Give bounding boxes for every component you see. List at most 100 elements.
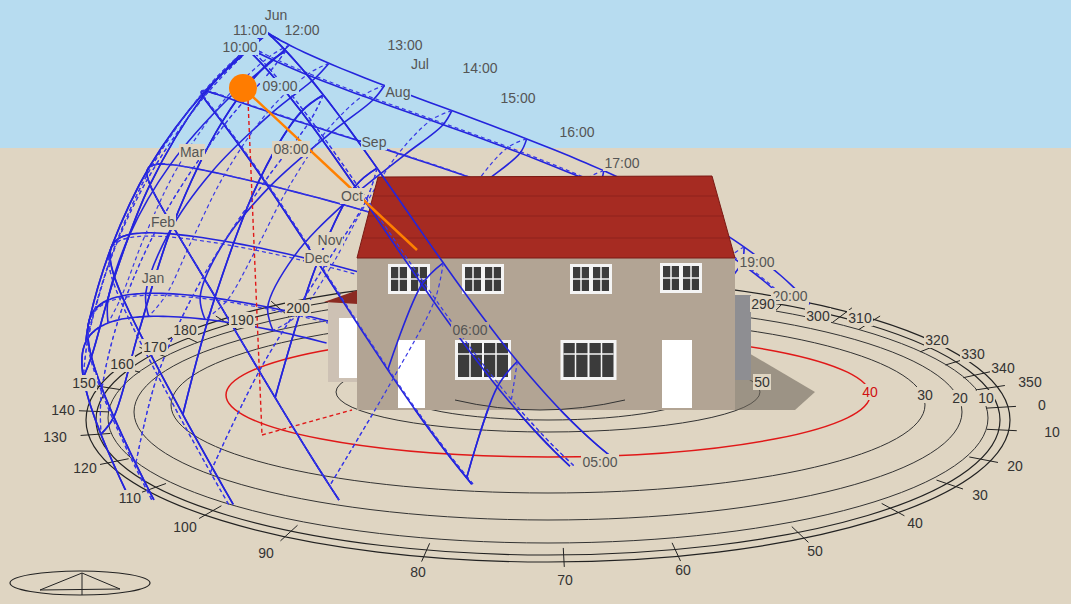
azimuth-tick	[792, 527, 809, 543]
azimuth-label: 40	[906, 515, 924, 531]
hour-line	[86, 33, 268, 342]
hour-line	[210, 168, 377, 472]
sun-drop-line	[248, 100, 262, 435]
azimuth-label: 50	[806, 543, 824, 559]
time-label: 17:00	[603, 155, 640, 171]
ground-arc	[455, 400, 625, 410]
right-annex	[735, 295, 751, 380]
altitude-label: 20	[951, 390, 969, 406]
hour-line	[83, 33, 267, 378]
azimuth-label: 290	[750, 296, 775, 312]
sun-path-curve	[87, 295, 367, 499]
azimuth-label: 320	[924, 332, 949, 348]
sun-path-curve	[147, 164, 339, 500]
window	[561, 340, 617, 380]
sun-path-curve	[265, 31, 810, 457]
time-label: 16:00	[558, 124, 595, 140]
time-label: 20:00	[771, 288, 808, 304]
azimuth-tick	[79, 411, 109, 412]
azimuth-label: 190	[229, 312, 254, 328]
compass-icon-pointer	[40, 573, 120, 590]
azimuth-tick	[987, 429, 1017, 430]
sun-path-curve	[202, 90, 473, 484]
sun-path-curve	[247, 45, 573, 465]
azimuth-label: 340	[990, 360, 1015, 376]
azimuth-tick	[963, 371, 991, 377]
hour-line	[146, 63, 329, 316]
azimuth-label: 70	[556, 572, 574, 588]
time-label: 12:00	[283, 22, 320, 38]
sun	[229, 74, 257, 102]
roof-course	[362, 238, 730, 239]
altitude-label: 40	[861, 384, 879, 400]
window	[388, 264, 430, 294]
azimuth-label: 110	[118, 490, 142, 506]
hour-line	[210, 168, 377, 472]
month-label: Nov	[317, 232, 344, 248]
roof-course	[368, 216, 724, 217]
compass-icon-ring	[10, 571, 150, 595]
house-wall	[357, 258, 735, 410]
compass-icon-pointer	[82, 573, 83, 595]
azimuth-label: 150	[71, 375, 96, 391]
altitude-label: 30	[916, 387, 934, 403]
sun-path-curve	[246, 47, 786, 466]
sun-path-curve	[201, 91, 471, 484]
azimuth-label: 0	[1037, 397, 1047, 413]
sun-path-curve	[265, 31, 611, 457]
month-label: Aug	[385, 84, 412, 100]
azimuth-label: 120	[72, 460, 97, 476]
annex-door	[339, 318, 357, 378]
sun-path-dome-front	[82, 31, 612, 504]
azimuth-tick	[969, 457, 998, 462]
hour-line	[149, 63, 329, 316]
roof-course	[374, 196, 718, 197]
hour-line	[86, 33, 268, 342]
azimuth-tick	[100, 459, 129, 465]
time-label: 11:00	[232, 22, 268, 38]
hour-line	[100, 51, 285, 434]
azimuth-label: 200	[285, 300, 310, 316]
sun-path-curve	[247, 45, 788, 465]
sun-path-curve	[109, 236, 476, 504]
azimuth-tick	[199, 506, 221, 519]
azimuth-label: 10	[1043, 424, 1061, 440]
month-label: Oct	[340, 188, 364, 204]
view-compass-icon	[10, 571, 150, 595]
hour-line	[330, 263, 444, 486]
sun-path-curve	[109, 238, 229, 504]
hour-line	[467, 361, 518, 478]
azimuth-label: 20	[1006, 458, 1024, 474]
azimuth-tick	[422, 543, 430, 561]
month-label: Dec	[304, 250, 331, 266]
hour-line	[200, 86, 384, 320]
azimuth-tick	[986, 406, 1016, 408]
hour-line	[388, 263, 443, 370]
sun-path-dome	[82, 31, 810, 504]
month-label: Feb	[150, 214, 176, 230]
hour-line	[83, 33, 267, 378]
door	[398, 340, 425, 408]
azimuth-label: 90	[257, 545, 275, 561]
ground	[0, 148, 1071, 604]
sun-ground-line	[262, 410, 352, 435]
hour-line	[135, 95, 323, 467]
sun-ray	[252, 96, 417, 250]
hour-line	[511, 361, 517, 399]
hour-line	[86, 33, 268, 342]
altitude-label: 10	[977, 390, 995, 406]
azimuth-tick	[280, 525, 297, 541]
hour-line	[135, 95, 323, 467]
azimuth-label: 350	[1017, 374, 1042, 390]
hour-line	[83, 33, 267, 378]
month-label: Jan	[141, 270, 166, 286]
time-label: 08:00	[272, 141, 309, 157]
azimuth-label: 170	[142, 339, 167, 355]
azimuth-label: 300	[805, 308, 830, 324]
month-label: Mar	[179, 144, 205, 160]
azimuth-label: 100	[172, 519, 197, 535]
time-label: 10:00	[221, 39, 258, 55]
time-label: 05:00	[581, 454, 618, 470]
azimuth-label: 60	[674, 562, 692, 578]
